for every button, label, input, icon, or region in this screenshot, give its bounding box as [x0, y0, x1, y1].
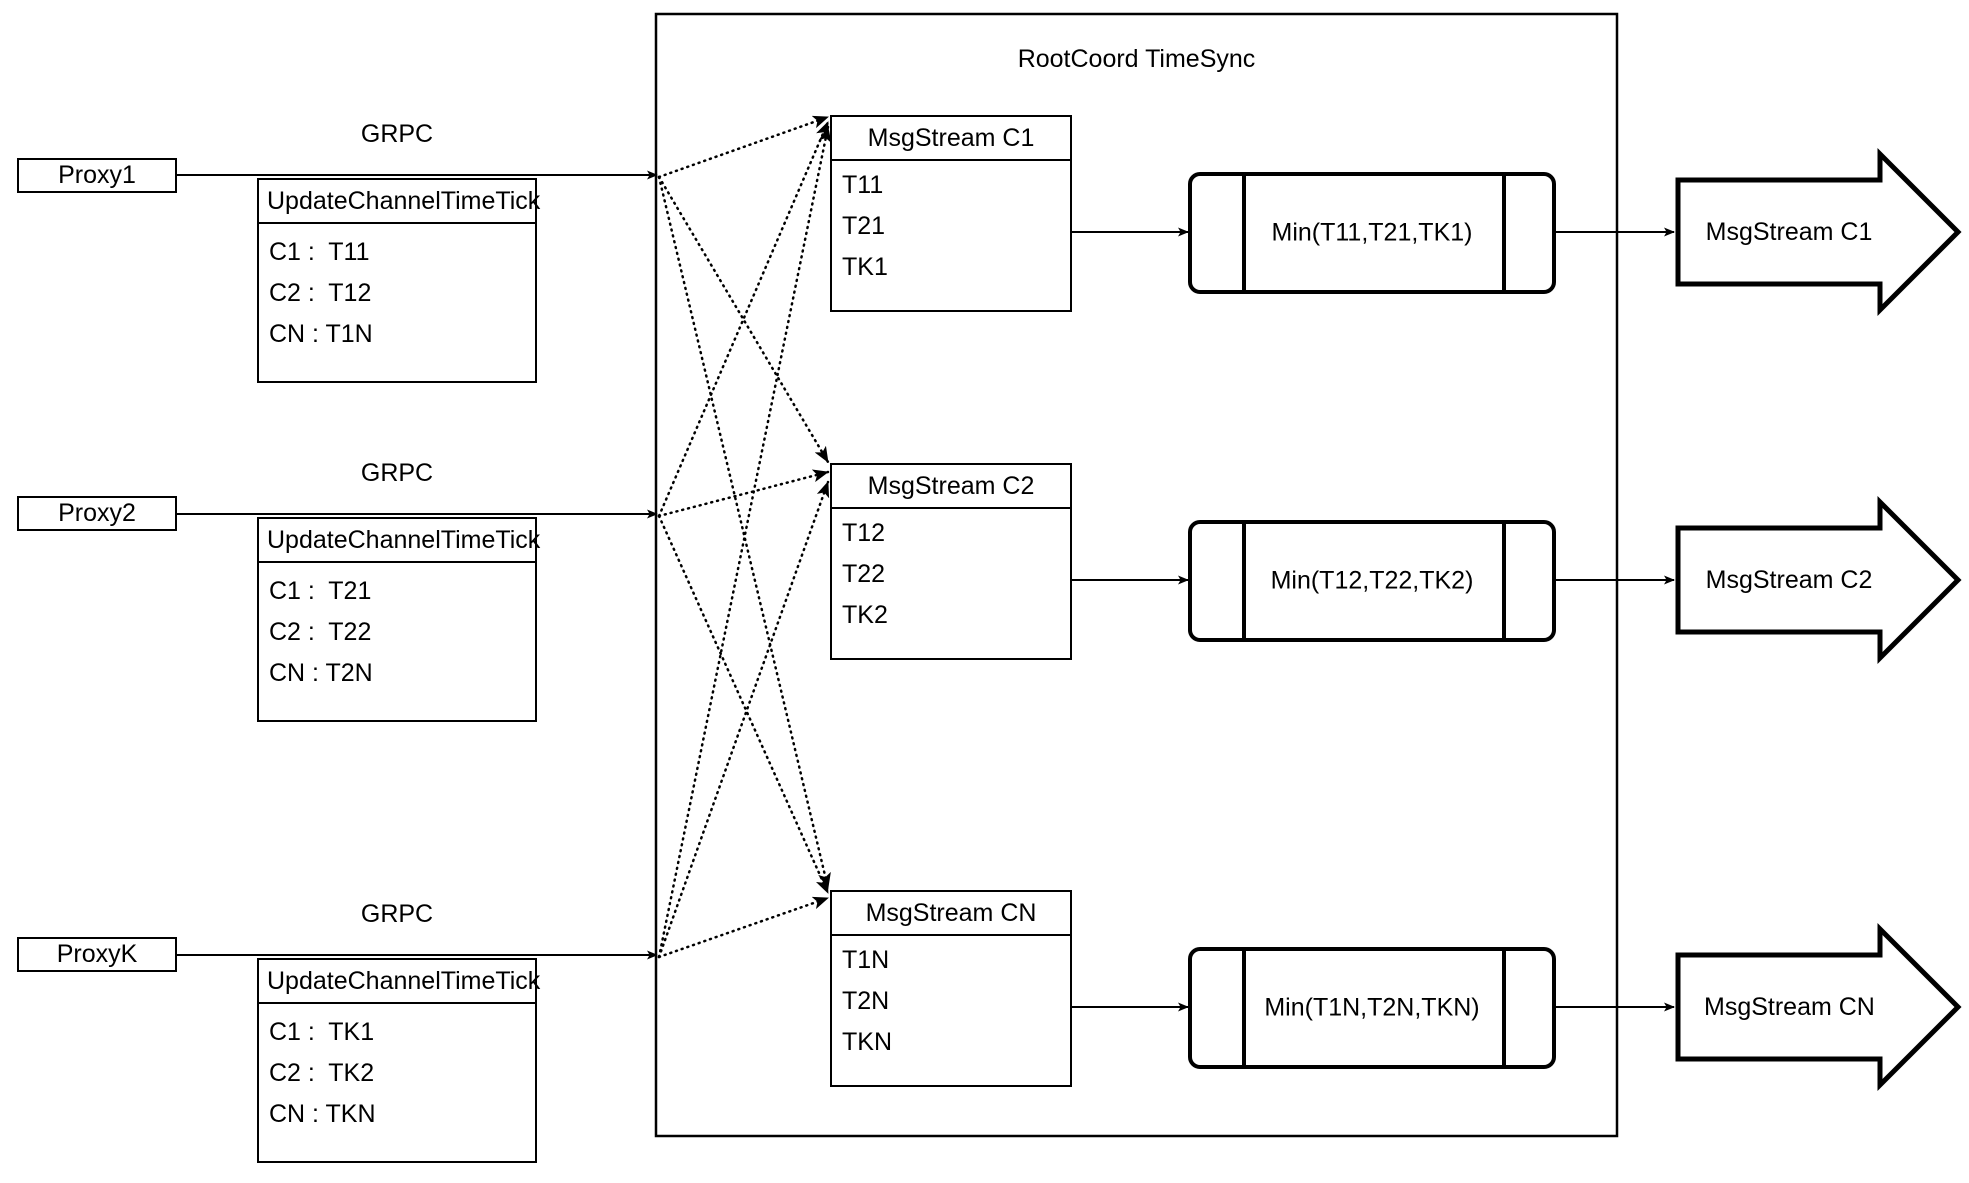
update-channel-timetick-table-2: UpdateChannelTimeTick C1 : T21 C2 : T22 …: [257, 517, 540, 722]
proxy-label: Proxy1: [58, 161, 136, 189]
dotted-pk-c2: [657, 480, 830, 959]
process-divider-right: [1502, 524, 1506, 638]
msgstream-row: T12: [842, 519, 886, 547]
rpc-row: C1 : T11: [269, 238, 370, 266]
process-divider-right: [1502, 951, 1506, 1065]
msgstream-row: TKN: [842, 1028, 892, 1056]
output-label-n: MsgStream CN: [1704, 993, 1875, 1021]
rpc-row: C1 : TK1: [269, 1018, 375, 1046]
output-label-1: MsgStream C1: [1705, 218, 1873, 246]
proxy-box-k[interactable]: ProxyK: [17, 937, 177, 972]
msgstream-title-cn: MsgStream CN: [832, 892, 1070, 936]
min-process-box-1: Min(T11,T21,TK1): [1188, 172, 1556, 294]
block-arrow-shape: [1675, 922, 1962, 1092]
min-process-box-2: Min(T12,T22,TK2): [1188, 520, 1556, 642]
grpc-label-k: GRPC: [360, 900, 434, 928]
rpc-title-k: UpdateChannelTimeTick: [259, 960, 540, 1004]
process-divider-left: [1242, 524, 1246, 638]
rpc-title-2: UpdateChannelTimeTick: [259, 519, 540, 563]
dotted-pk-c1: [657, 125, 832, 959]
grpc-label-1: GRPC: [360, 120, 434, 148]
min-label-n: Min(T1N,T2N,TKN): [1264, 993, 1480, 1022]
process-divider-left: [1242, 951, 1246, 1065]
msgstream-row: T21: [842, 212, 886, 240]
min-label-1: Min(T11,T21,TK1): [1271, 218, 1473, 247]
rpc-rows-k: C1 : TK1 C2 : TK2 CN : TKN: [259, 1004, 535, 1163]
rpc-row: C2 : T12: [269, 279, 372, 307]
rpc-row: CN : TKN: [269, 1100, 376, 1128]
msgstream-rows-c2: T12 T22 TK2: [832, 509, 1070, 660]
rpc-row: C2 : TK2: [269, 1059, 375, 1087]
proxy-label: ProxyK: [56, 940, 138, 968]
update-channel-timetick-table-k: UpdateChannelTimeTick C1 : TK1 C2 : TK2 …: [257, 958, 540, 1163]
msgstream-row: T22: [842, 560, 886, 588]
rpc-row: C2 : T22: [269, 618, 372, 646]
dotted-pk-cn: [657, 896, 830, 959]
dotted-p1-c2: [657, 175, 830, 464]
msgstream-row: T1N: [842, 946, 890, 974]
msgstream-rows-cn: T1N T2N TKN: [832, 936, 1070, 1087]
rpc-row: CN : T1N: [269, 320, 373, 348]
block-arrow-shape: [1675, 495, 1962, 665]
block-arrow-shape: [1675, 147, 1962, 317]
rootcoord-timesync-title: RootCoord TimeSync: [1017, 45, 1256, 73]
proxy-label: Proxy2: [58, 499, 136, 527]
output-block-arrow-2: MsgStream C2: [1675, 495, 1966, 665]
min-process-box-n: Min(T1N,T2N,TKN): [1188, 947, 1556, 1069]
proxy-box-1[interactable]: Proxy1: [17, 158, 177, 193]
output-block-arrow-n: MsgStream CN: [1675, 922, 1966, 1092]
msgstream-row: T11: [842, 171, 884, 199]
rpc-row: C1 : T21: [269, 577, 372, 605]
rpc-rows-2: C1 : T21 C2 : T22 CN : T2N: [259, 563, 535, 722]
grpc-label-2: GRPC: [360, 459, 434, 487]
proxy-box-2[interactable]: Proxy2: [17, 496, 177, 531]
process-divider-left: [1242, 176, 1246, 290]
msgstream-box-c2: MsgStream C2 T12 T22 TK2: [830, 463, 1072, 660]
update-channel-timetick-table-1: UpdateChannelTimeTick C1 : T11 C2 : T12 …: [257, 178, 540, 383]
msgstream-row: TK1: [842, 253, 888, 281]
dotted-p1-cn: [657, 175, 831, 890]
msgstream-title-c1: MsgStream C1: [832, 117, 1070, 161]
min-label-2: Min(T12,T22,TK2): [1270, 566, 1474, 595]
dotted-p2-cn: [657, 514, 830, 895]
output-block-arrow-1: MsgStream C1: [1675, 147, 1966, 317]
msgstream-row: T2N: [842, 987, 890, 1015]
msgstream-box-c1: MsgStream C1 T11 T21 TK1: [830, 115, 1072, 312]
msgstream-row: TK2: [842, 601, 888, 629]
msgstream-box-cn: MsgStream CN T1N T2N TKN: [830, 890, 1072, 1087]
rpc-title-1: UpdateChannelTimeTick: [259, 180, 540, 224]
rpc-row: CN : T2N: [269, 659, 373, 687]
dotted-p1-c1: [657, 115, 830, 179]
msgstream-rows-c1: T11 T21 TK1: [832, 161, 1070, 312]
dotted-p2-c1: [657, 120, 830, 518]
dotted-p2-c2: [657, 469, 830, 518]
rpc-rows-1: C1 : T11 C2 : T12 CN : T1N: [259, 224, 535, 383]
msgstream-title-c2: MsgStream C2: [832, 465, 1070, 509]
output-label-2: MsgStream C2: [1705, 566, 1873, 594]
process-divider-right: [1502, 176, 1506, 290]
